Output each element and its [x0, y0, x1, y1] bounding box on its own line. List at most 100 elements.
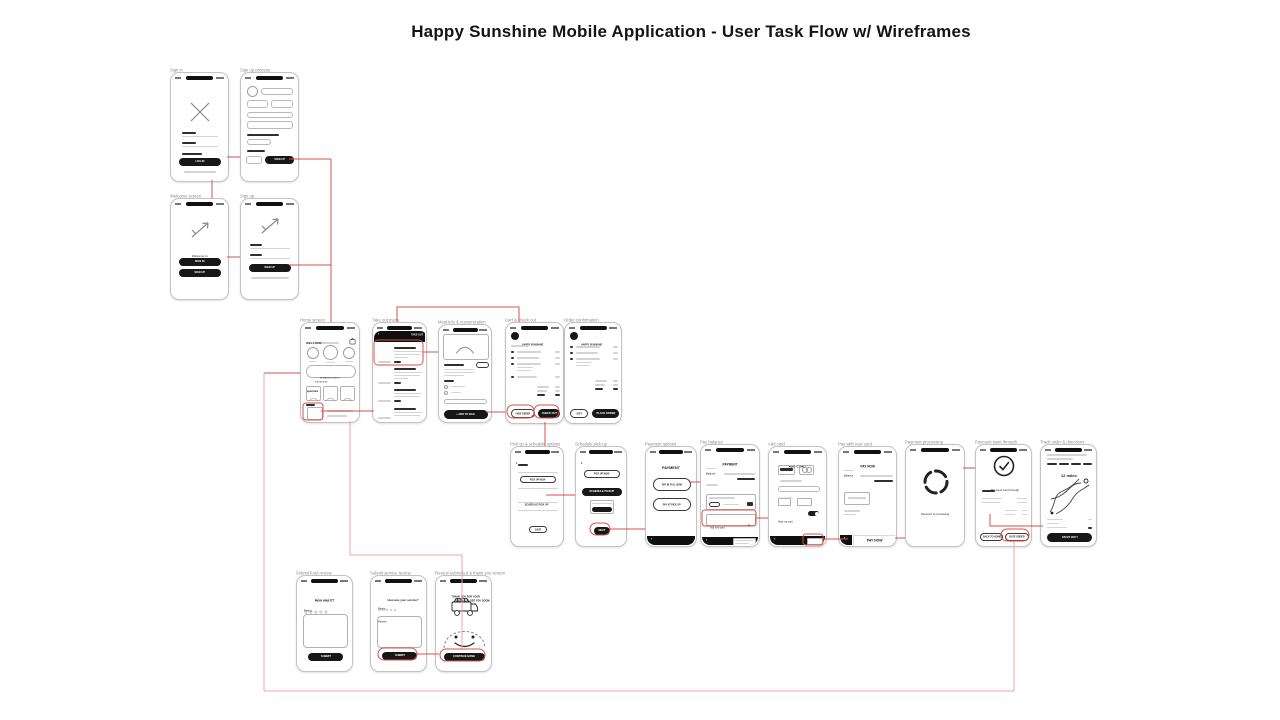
take-out-menu-back-chevron-icon: ‹: [378, 331, 380, 336]
sign-up-process-input[interactable]: [271, 100, 293, 108]
payment-options-pay-in-full-button[interactable]: PAY IN FULL NOW: [653, 478, 691, 491]
schedule-pickup-schedule-pickup-button[interactable]: SCHEDULE PICKUP: [582, 488, 622, 496]
thank-you-continue-home-button[interactable]: CONTINUE HOME: [444, 653, 485, 661]
sign-up-signup-button[interactable]: SIGN UP: [249, 264, 291, 272]
meal-detail-input[interactable]: [444, 399, 487, 404]
home-status-time: [305, 327, 311, 329]
sign-in-notch: [185, 76, 214, 80]
track-order-bar: [1071, 463, 1081, 465]
sign-in-login-button[interactable]: LOG IN: [179, 158, 221, 166]
track-order-on-my-way-button[interactable]: ON MY WAY!: [1047, 533, 1092, 542]
wireframe-take-out-menu: ‹TAKE OUT: [372, 322, 427, 423]
pay-balance-bar: [709, 497, 735, 499]
sign-up-process-signup-button[interactable]: SIGN UP: [265, 156, 294, 164]
sign-up-process-input[interactable]: [246, 156, 262, 164]
add-card-save-card-toggle[interactable]: [808, 511, 819, 516]
service-review-review-textarea[interactable]: [377, 616, 422, 648]
pay-balance-txt: PAYMENT: [722, 463, 738, 467]
pickup-options-save-button[interactable]: SAVE: [529, 526, 547, 533]
food-review-txt: Rating: [304, 609, 312, 613]
pickup-options-back-chevron-icon[interactable]: ‹: [516, 460, 518, 466]
home-arc-doodle-icon: [342, 390, 353, 408]
cart-checkout-status-battery-icon: [551, 327, 559, 329]
page-title: Happy Sunshine Mobile Application - User…: [411, 22, 971, 41]
order-confirmation-place-order-button[interactable]: PLACE ORDER: [592, 409, 619, 418]
order-confirmation-bar: [576, 365, 590, 366]
welcome-signup-button[interactable]: SIGN UP: [179, 269, 221, 277]
meal-detail-circ: [444, 391, 448, 395]
payment-confirmed-bar: [1022, 514, 1027, 515]
pay-balance-pillh[interactable]: [709, 502, 720, 507]
schedule-pickup-screen: ‹PICK UP NOW SCHEDULE PICKUP NEXT: [577, 448, 625, 545]
food-review-screen: How was it?Rating✩ ✩ ✩ ✩ ✩SUBMIT: [298, 577, 351, 670]
pickup-options-pick-up-now-option[interactable]: PICK UP NOW: [520, 476, 556, 483]
payment-confirmed-rate-order-button[interactable]: RATE ORDER: [1005, 533, 1029, 541]
food-review-review-textarea[interactable]: [303, 614, 348, 648]
sign-up-process-input[interactable]: [247, 100, 268, 108]
cart-checkout-view-order-button[interactable]: VIEW ORDER: [511, 409, 535, 418]
pay-balance-box: [733, 538, 756, 545]
take-out-menu-bar: [394, 372, 422, 373]
add-card-input[interactable]: [778, 486, 820, 492]
pay-balance-status-time: [705, 449, 711, 451]
add-card-navd-nav-bar[interactable]: ‹: [770, 536, 825, 545]
home-bag-icon[interactable]: [349, 332, 356, 350]
order-confirmation-bar: [570, 352, 573, 354]
wireframe-meal-detail: + ADD TO BAG: [438, 324, 492, 423]
order-confirmation-bar: [576, 352, 598, 354]
home-bar: [322, 342, 339, 344]
take-out-menu-bar: [394, 382, 401, 384]
payment-options-pay-at-pickup-button[interactable]: PAY AT PICK UP: [653, 498, 691, 511]
sign-up-process-notch: [255, 76, 284, 80]
pay-balance-txt: Balance: [706, 472, 716, 476]
pay-now-box: [844, 492, 870, 505]
pay-now-notch: [853, 450, 882, 454]
home-screen: WELCOME!REWARDS PUNCH●●●●●●●●Specials: [302, 324, 358, 421]
meal-detail-add-to-bag-button[interactable]: + ADD TO BAG: [444, 410, 488, 419]
food-review-submit-button[interactable]: SUBMIT: [308, 653, 343, 661]
add-card-label: Add card: [768, 441, 785, 447]
take-out-menu-bar: [378, 382, 391, 384]
wireframe-sign-up-process: SIGN UP: [240, 72, 299, 182]
schedule-pickup-next-button[interactable]: NEXT: [594, 527, 610, 535]
payment-confirmed-back-to-home-button[interactable]: BACK TO HOME: [980, 533, 1003, 541]
take-out-menu-bar: [394, 389, 416, 391]
pay-balance-navd-nav-bar[interactable]: ‹: [702, 537, 758, 545]
payment-options-notch: [659, 450, 683, 454]
home-bar: [327, 415, 347, 417]
meal-detail-pillh[interactable]: [476, 362, 489, 368]
order-confirmation-status-time: [569, 327, 575, 329]
cart-checkout-check-out-button[interactable]: CHECK OUT: [538, 409, 560, 418]
take-out-menu-bar: [378, 417, 391, 419]
pay-now-pay-now-button[interactable]: PAY NOW: [853, 535, 895, 545]
payment-options-navd-nav-bar[interactable]: ‹: [647, 536, 695, 545]
welcome-signin-button[interactable]: SIGN IN: [179, 258, 221, 266]
sign-up-process-status-battery-icon: [286, 77, 294, 79]
sign-up-process-input[interactable]: [261, 88, 293, 95]
add-card-box: [797, 498, 812, 506]
service-review-submit-button[interactable]: SUBMIT: [382, 652, 417, 660]
sign-up-status-time: [245, 203, 251, 205]
track-order-bar: [1047, 527, 1067, 528]
food-review-txt: How was it?: [314, 599, 335, 603]
payment-options-txt: PAYMENT: [662, 465, 680, 470]
cart-checkout-bar: [555, 394, 560, 396]
schedule-pickup-btn[interactable]: [592, 507, 612, 512]
sign-up-process-input[interactable]: [247, 121, 293, 129]
home-deal-card[interactable]: [307, 407, 323, 420]
pay-now-navd-nav-bar[interactable]: ‹: [840, 535, 852, 545]
take-out-menu-bar: [394, 361, 401, 363]
take-out-menu-bar: [394, 378, 408, 379]
thank-you-label: Review submitted & thank you screen: [435, 570, 506, 576]
schedule-pickup-back-chevron-icon[interactable]: ‹: [581, 460, 583, 466]
sign-up-process-input[interactable]: [247, 112, 293, 118]
payment-processing-status-battery-icon: [952, 449, 960, 451]
welcome-notch: [185, 202, 214, 206]
order-confirmation-edit-button[interactable]: EDIT: [570, 409, 588, 418]
meal-detail-bar: [451, 386, 465, 387]
take-out-menu-navd-nav-bar[interactable]: ‹TAKE OUT: [374, 331, 425, 342]
sign-up-process-input[interactable]: [247, 139, 271, 145]
schedule-pickup-pillh[interactable]: PICK UP NOW: [584, 470, 620, 478]
